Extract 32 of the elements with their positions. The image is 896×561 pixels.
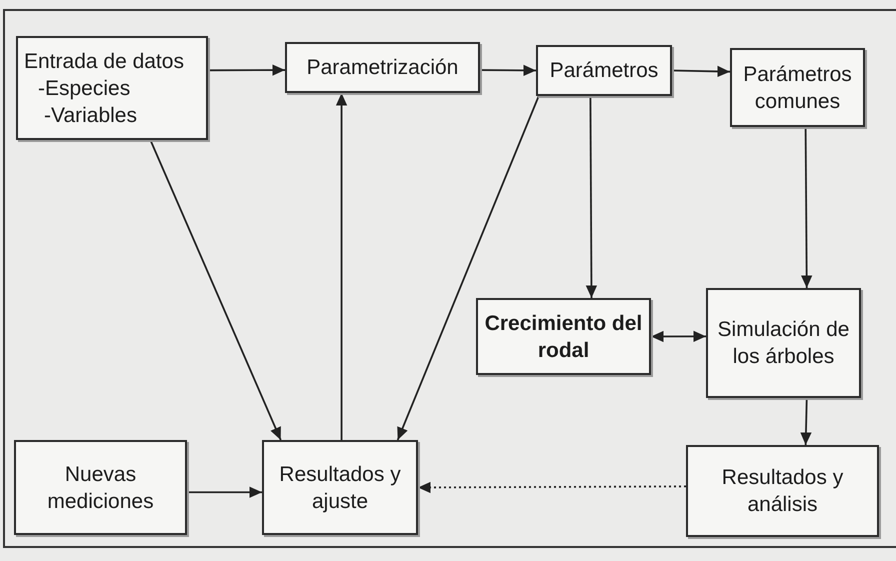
- arrow: [396, 96, 540, 440]
- process-box: [706, 288, 861, 398]
- arrow: [150, 140, 282, 440]
- process-box: [14, 440, 187, 535]
- box-label: Resultados y análisis: [720, 465, 844, 518]
- box-label: Simulación de los árboles: [716, 317, 850, 370]
- process-box: [536, 45, 672, 96]
- box-label: Crecimiento del rodal: [484, 310, 644, 364]
- arrow: [586, 96, 598, 298]
- process-box: [285, 42, 480, 93]
- box-label: Entrada de datos: [23, 48, 185, 74]
- box-label: -Variables: [43, 102, 138, 128]
- arrow: [208, 64, 285, 76]
- process-box: [476, 298, 651, 375]
- arrow: [187, 486, 262, 498]
- process-box: [262, 440, 418, 535]
- box-label: Nuevas mediciones: [46, 462, 155, 514]
- box-label: -Especies: [37, 76, 132, 102]
- arrow: [336, 93, 348, 440]
- box-label: Parámetros: [548, 58, 660, 84]
- process-box: [686, 445, 879, 537]
- arrow: [418, 482, 686, 494]
- process-box: [730, 48, 865, 127]
- process-box: [16, 36, 208, 140]
- box-label: Parametrización: [306, 55, 460, 81]
- box-label: Parámetros comunes: [742, 62, 853, 114]
- arrow: [800, 398, 812, 446]
- arrow: [801, 127, 812, 288]
- box-label: Resultados y ajuste: [278, 462, 402, 514]
- arrow: [672, 66, 730, 78]
- arrow: [651, 330, 706, 342]
- arrow: [480, 64, 536, 76]
